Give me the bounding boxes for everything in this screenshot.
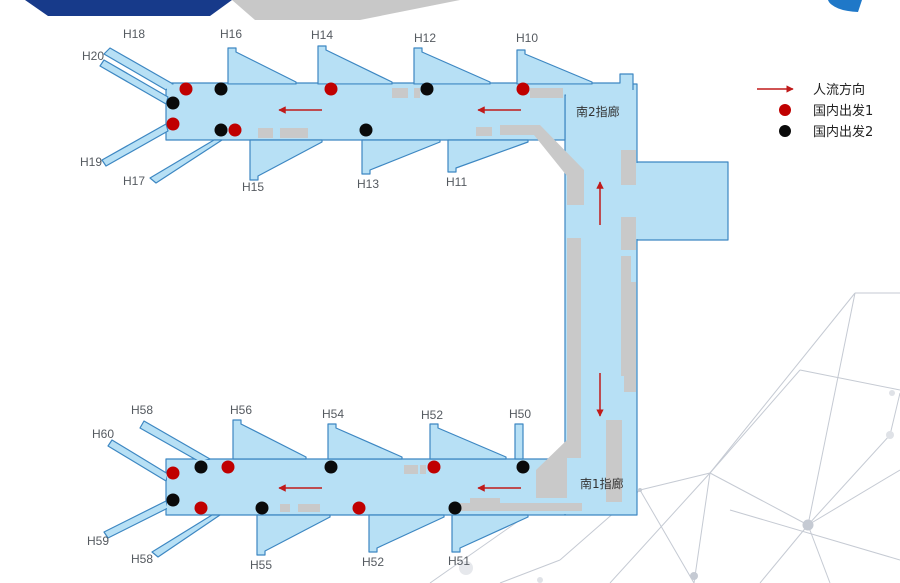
gate-finger-h60 — [107, 439, 169, 482]
departure-dot-type1 — [324, 82, 338, 96]
legend: 人流方向 国内出发1 国内出发2 — [757, 82, 873, 140]
gate-finger-h14 — [317, 45, 393, 85]
legend-type1-label: 国内出发1 — [813, 103, 873, 119]
gate-label-h13: H13 — [357, 177, 379, 191]
departure-dot-type2 — [324, 460, 338, 474]
gate-label-h51: H51 — [448, 554, 470, 568]
departure-dot-type1 — [352, 501, 366, 515]
departure-dot-type2 — [194, 460, 208, 474]
departure-dot-type2 — [516, 460, 530, 474]
gate-label-h56: H56 — [230, 403, 252, 417]
gate-label-h52b: H52 — [362, 555, 384, 569]
gate-finger-h15 — [249, 139, 323, 181]
gate-label-h14: H14 — [311, 28, 333, 42]
gate-label-h55: H55 — [250, 558, 272, 572]
gate-finger-h10 — [516, 49, 593, 85]
gate-label-h19: H19 — [80, 155, 102, 169]
departure-dot-type1 — [516, 82, 530, 96]
gate-finger-h11 — [447, 139, 529, 173]
departure-dot-type1 — [427, 460, 441, 474]
flow-arrows — [278, 106, 604, 492]
zone-label-south: 南1指廊 — [580, 476, 624, 491]
gate-label-h17: H17 — [123, 174, 145, 188]
network-mesh-decoration — [429, 292, 900, 583]
zone-label-north: 南2指廊 — [576, 104, 620, 119]
departure-dot-type2 — [448, 501, 462, 515]
gate-finger-h17 — [149, 139, 223, 184]
gate-finger-h58a — [139, 420, 211, 463]
gate-finger-h13 — [361, 139, 441, 175]
departure-dot-type1 — [166, 117, 180, 131]
gate-label-h12: H12 — [414, 31, 436, 45]
departure-dot-type1 — [166, 466, 180, 480]
gate-finger-h19 — [101, 123, 169, 167]
departure-dots — [166, 82, 530, 515]
gate-finger-h20 — [99, 59, 169, 105]
gate-finger-h52a — [429, 423, 507, 460]
gate-labels: H18 H16 H14 H12 H10 H20 H19 H17 H15 H13 … — [80, 27, 538, 572]
gate-label-h59: H59 — [87, 534, 109, 548]
departure-dot-type2 — [255, 501, 269, 515]
gate-finger-h51 — [451, 514, 529, 553]
legend-dot-type1 — [779, 104, 791, 116]
departure-dot-type2 — [166, 96, 180, 110]
departure-dot-type1 — [179, 82, 193, 96]
gate-finger-h58b — [151, 514, 221, 558]
gate-label-h60: H60 — [92, 427, 114, 441]
gray-structures — [258, 88, 636, 512]
gate-finger-h12 — [413, 47, 491, 85]
legend-dot-type2 — [779, 125, 791, 137]
gate-finger-h55 — [256, 514, 331, 556]
header-banner — [25, 0, 862, 20]
departure-dot-type2 — [214, 123, 228, 137]
annex-building — [634, 161, 729, 241]
gate-finger-h52b — [368, 514, 445, 553]
departure-dot-type1 — [221, 460, 235, 474]
gate-label-h20: H20 — [82, 49, 104, 63]
gate-label-h58b: H58 — [131, 552, 153, 566]
departure-dot-type1 — [194, 501, 208, 515]
departure-dot-type2 — [166, 493, 180, 507]
gate-finger-h59 — [103, 500, 169, 539]
gate-label-h50: H50 — [509, 407, 531, 421]
departure-dot-type2 — [214, 82, 228, 96]
gate-label-h52a: H52 — [421, 408, 443, 422]
gate-label-h10: H10 — [516, 31, 538, 45]
legend-flow-label: 人流方向 — [813, 82, 865, 98]
departure-dot-type2 — [420, 82, 434, 96]
legend-type2-label: 国内出发2 — [813, 124, 873, 140]
gate-label-h16: H16 — [220, 27, 242, 41]
departure-dot-type2 — [359, 123, 373, 137]
gate-label-h15: H15 — [242, 180, 264, 194]
departure-dot-type1 — [228, 123, 242, 137]
gate-label-h58a: H58 — [131, 403, 153, 417]
gate-label-h11: H11 — [446, 175, 467, 189]
gate-finger-h50 — [514, 423, 524, 460]
gate-finger-h56 — [232, 419, 307, 460]
gate-label-h18: H18 — [123, 27, 145, 41]
gate-finger-h16 — [227, 47, 297, 85]
gate-finger-h54 — [327, 423, 403, 460]
gate-label-h54: H54 — [322, 407, 344, 421]
